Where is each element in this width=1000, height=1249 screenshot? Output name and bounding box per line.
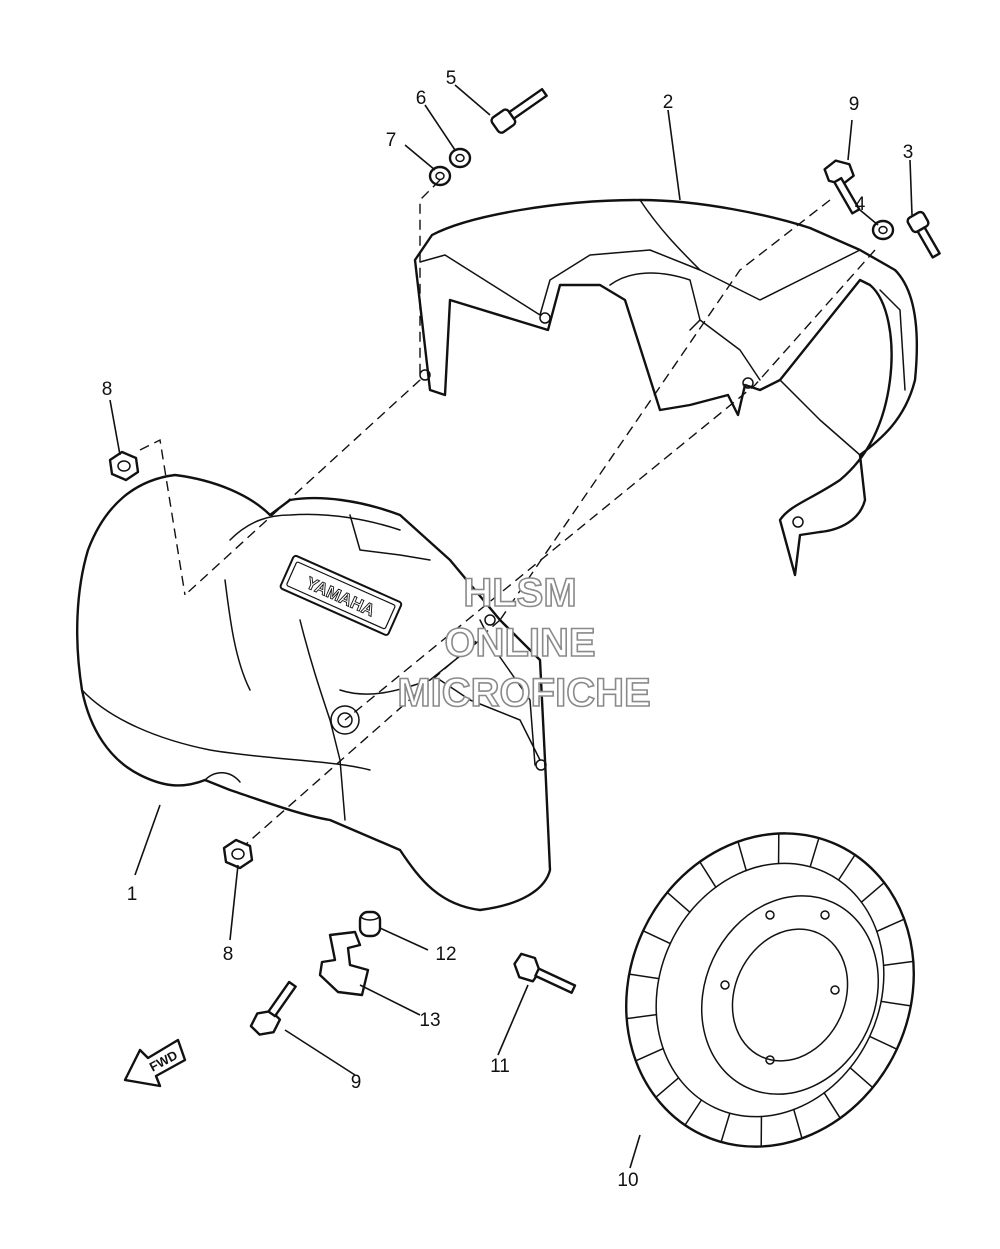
callout-10: 10: [617, 1170, 638, 1191]
fan-fin: [837, 854, 856, 881]
fan-fin: [823, 1092, 841, 1119]
forward-direction-arrow: FWD: [123, 1038, 187, 1088]
grommet-part-12: [358, 910, 382, 938]
fan-fin: [849, 1067, 874, 1089]
watermark: HLSM ONLINE MICROFICHE: [397, 570, 652, 716]
clip-part-13: [318, 930, 370, 997]
callout-6: 6: [416, 88, 427, 109]
fan-fin: [655, 1077, 680, 1099]
washer-part-4: [871, 219, 895, 241]
callout-5: 5: [446, 68, 457, 89]
fan-fin: [720, 1112, 731, 1143]
watermark-line-1: HLSM: [463, 571, 576, 615]
fan-fin: [809, 837, 820, 868]
fan-fin: [635, 1047, 664, 1062]
fan-fin: [868, 1035, 898, 1050]
bolt-part-9-lower: [249, 980, 297, 1036]
screw-part-3: [906, 210, 941, 259]
upper-shroud-part: [413, 198, 918, 577]
washer-part-6: [448, 147, 472, 169]
fan-fin: [793, 1108, 803, 1140]
nut-part-8-upper: [108, 450, 140, 482]
callout-1: 1: [127, 884, 138, 905]
bolt-part-5: [490, 87, 548, 134]
callout-2: 2: [663, 92, 674, 113]
fan-fin: [666, 891, 691, 913]
assembly-guide-lines: [139, 179, 876, 846]
fan-fin: [860, 881, 885, 903]
callout-7: 7: [386, 130, 397, 151]
fan-fins: [625, 832, 915, 1148]
nut-part-8-lower: [222, 838, 254, 870]
callout-13: 13: [419, 1010, 440, 1031]
washer-part-7: [428, 165, 452, 187]
bolt-part-9-upper: [823, 159, 861, 215]
watermark-line-3: MICROFICHE: [397, 671, 650, 715]
fan-fin: [625, 1013, 658, 1020]
callout-numbers: 1 2 3 4 5 6 7 8 8 9 9 10 11 12 13: [102, 68, 914, 1191]
callout-3: 3: [903, 142, 914, 163]
fan-fin: [737, 840, 747, 872]
watermark-line-2: ONLINE: [444, 621, 595, 665]
cooling-fan-part: [625, 832, 915, 1148]
callout-11: 11: [490, 1056, 510, 1077]
fan-fin: [699, 861, 717, 888]
fan-fin: [684, 1099, 703, 1126]
callout-9-upper: 9: [849, 94, 860, 115]
fan-fin: [628, 973, 660, 980]
fan-fin: [882, 960, 915, 967]
callout-9-lower: 9: [351, 1072, 362, 1093]
callout-8-lower: 8: [223, 944, 234, 965]
main-cover-part: YAMAHA: [76, 473, 552, 912]
callout-leaders: [109, 84, 913, 1169]
callout-12: 12: [435, 944, 456, 965]
callout-8-upper: 8: [102, 379, 113, 400]
bolt-part-11: [513, 952, 577, 994]
fan-fin: [642, 930, 672, 945]
fan-fin: [876, 918, 905, 933]
fan-fin: [880, 1000, 912, 1007]
callout-4: 4: [855, 194, 866, 215]
